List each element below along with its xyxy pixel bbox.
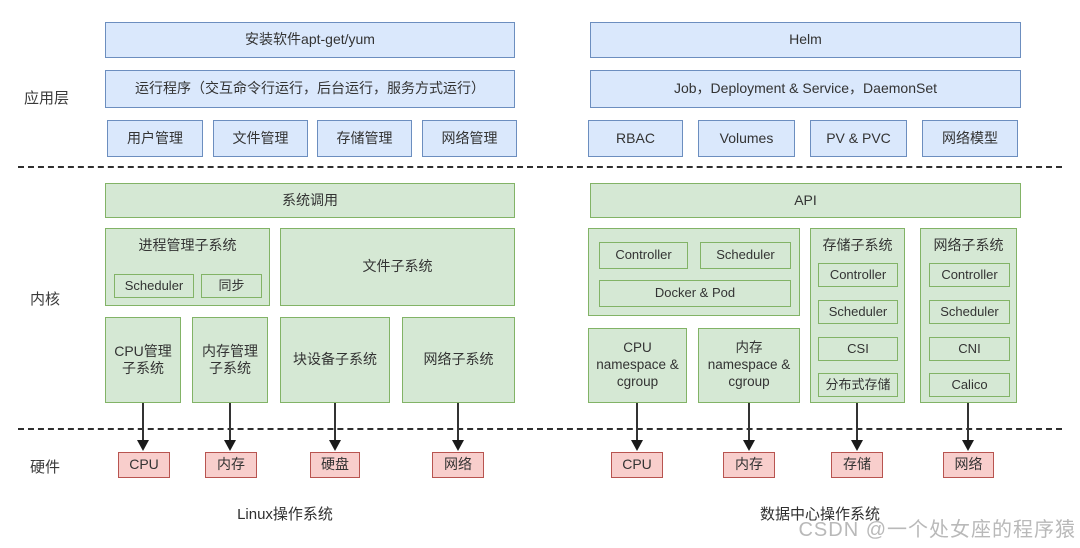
volumes-box: Volumes <box>698 120 795 157</box>
dcos-hw-network-box: 网络 <box>943 452 994 478</box>
controller-box: Controller <box>599 242 688 269</box>
arrow-down-icon <box>137 440 149 451</box>
arrow-down-icon <box>631 440 643 451</box>
network-subsystem-title: 网络子系统 <box>933 237 1004 253</box>
network-subsystem-box: 网络子系统 Controller Scheduler CNI Calico <box>920 228 1017 403</box>
scheduler-box: Scheduler <box>700 242 791 269</box>
distributed-storage-box: 分布式存储 <box>818 373 898 397</box>
layer-divider-bottom <box>18 428 1062 430</box>
calico-box: Calico <box>929 373 1010 397</box>
linux-storage-mgmt-box: 存储管理 <box>317 120 412 157</box>
arrow-down-icon <box>743 440 755 451</box>
linux-hw-network-box: 网络 <box>432 452 484 478</box>
helm-box: Helm <box>590 22 1021 58</box>
linux-network-subsystem-box: 网络子系统 <box>402 317 515 403</box>
dcos-hw-cpu-box: CPU <box>611 452 663 478</box>
linux-scheduler-box: Scheduler <box>114 274 194 298</box>
dcos-caption: 数据中心操作系统 <box>759 506 880 523</box>
connector-line <box>748 403 750 441</box>
arrow-down-icon <box>851 440 863 451</box>
connector-line <box>142 403 144 441</box>
layer-label-hardware: 硬件 <box>30 459 61 476</box>
linux-hw-memory-box: 内存 <box>205 452 257 478</box>
connector-line <box>967 403 969 441</box>
pv-pvc-box: PV & PVC <box>810 120 907 157</box>
storage-subsystem-box: 存储子系统 Controller Scheduler CSI 分布式存储 <box>810 228 905 403</box>
layer-label-kernel: 内核 <box>30 291 61 308</box>
network-controller-box: Controller <box>929 263 1010 287</box>
linux-file-mgmt-box: 文件管理 <box>213 120 308 157</box>
cpu-namespace-box: CPU namespace & cgroup <box>588 328 687 403</box>
storage-controller-box: Controller <box>818 263 898 287</box>
linux-process-subsystem-title: 进程管理子系统 <box>138 237 237 253</box>
workloads-box: Job，Deployment & Service，DaemonSet <box>590 70 1021 108</box>
storage-subsystem-title: 存储子系统 <box>822 237 893 253</box>
linux-block-subsystem-box: 块设备子系统 <box>280 317 390 403</box>
arrow-down-icon <box>452 440 464 451</box>
connector-line <box>636 403 638 441</box>
cni-box: CNI <box>929 337 1010 361</box>
linux-caption: Linux操作系统 <box>237 506 333 523</box>
network-model-box: 网络模型 <box>922 120 1018 157</box>
layer-divider-top <box>18 166 1062 168</box>
linux-network-mgmt-box: 网络管理 <box>422 120 517 157</box>
linux-memory-subsystem-box: 内存管理子系统 <box>192 317 268 403</box>
docker-pod-box: Docker & Pod <box>599 280 791 307</box>
linux-hw-cpu-box: CPU <box>118 452 170 478</box>
network-scheduler-box: Scheduler <box>929 300 1010 324</box>
linux-sync-box: 同步 <box>201 274 262 298</box>
storage-scheduler-box: Scheduler <box>818 300 898 324</box>
linux-file-subsystem-box: 文件子系统 <box>280 228 515 306</box>
csi-box: CSI <box>818 337 898 361</box>
connector-line <box>229 403 231 441</box>
api-box: API <box>590 183 1021 218</box>
linux-hw-disk-box: 硬盘 <box>310 452 360 478</box>
memory-namespace-box: 内存 namespace & cgroup <box>698 328 800 403</box>
connector-line <box>334 403 336 441</box>
arrow-down-icon <box>962 440 974 451</box>
arrow-down-icon <box>329 440 341 451</box>
linux-install-box: 安装软件apt-get/yum <box>105 22 515 58</box>
dcos-hw-storage-box: 存储 <box>831 452 883 478</box>
connector-line <box>856 403 858 441</box>
linux-process-subsystem-box: 进程管理子系统 Scheduler 同步 <box>105 228 270 306</box>
control-plane-box: Controller Scheduler Docker & Pod <box>588 228 800 316</box>
linux-syscall-box: 系统调用 <box>105 183 515 218</box>
linux-user-mgmt-box: 用户管理 <box>107 120 203 157</box>
linux-run-box: 运行程序（交互命令行运行，后台运行，服务方式运行） <box>105 70 515 108</box>
connector-line <box>457 403 459 441</box>
watermark-text: CSDN @一个处女座的程序猿 <box>798 519 1076 541</box>
linux-cpu-subsystem-box: CPU管理子系统 <box>105 317 181 403</box>
layer-label-application: 应用层 <box>24 90 70 107</box>
dcos-hw-memory-box: 内存 <box>723 452 775 478</box>
rbac-box: RBAC <box>588 120 683 157</box>
arrow-down-icon <box>224 440 236 451</box>
